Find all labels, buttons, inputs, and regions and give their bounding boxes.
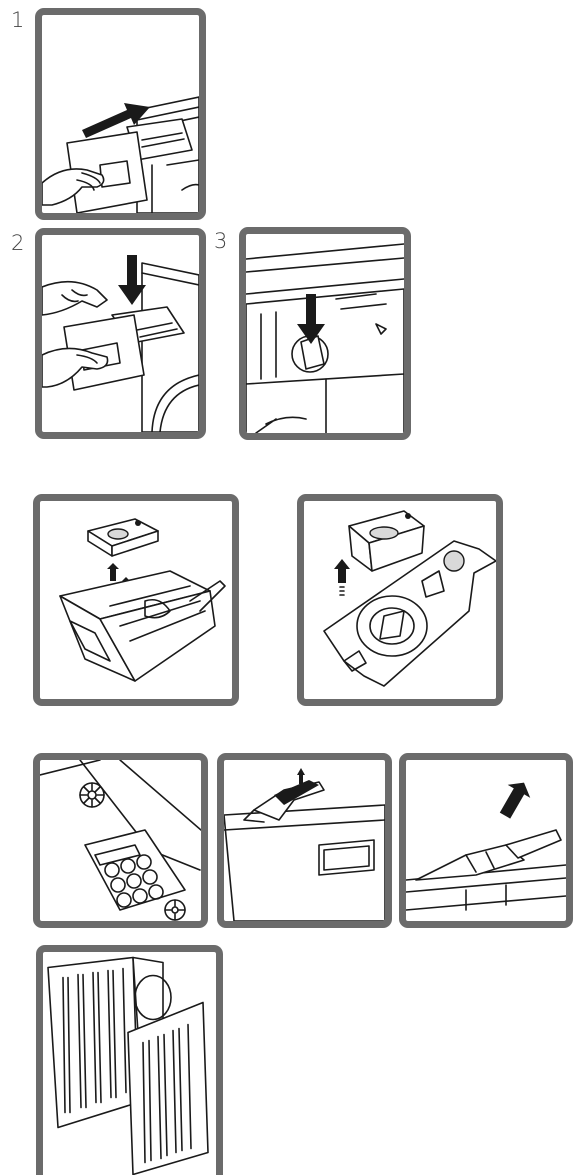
illustration-lever-detail (239, 227, 411, 440)
lever-detail-illustration (246, 234, 404, 433)
illustration-lift-lid (399, 753, 573, 928)
siphon-detail-illustration (40, 760, 201, 921)
cabinet-panels-illustration (43, 952, 216, 1175)
illustration-cabinet-panels (36, 945, 223, 1175)
step-number-3: 3 (214, 231, 227, 252)
illustration-pull-out-drawer (35, 8, 206, 220)
illustration-remove-insert (33, 494, 239, 706)
illustration-insert-tray (297, 494, 503, 706)
illustration-lift-lever (217, 753, 392, 928)
illustration-press-lever (35, 228, 206, 439)
illustration-siphon-detail (33, 753, 208, 928)
step-number-1: 1 (11, 10, 24, 31)
vent-rosette-2 (165, 900, 185, 920)
insert-tray-illustration (304, 501, 496, 699)
vent-rosette (80, 783, 104, 807)
drawer-illustration (42, 15, 199, 213)
step-number-2: 2 (11, 233, 24, 254)
lift-lever-illustration (224, 760, 385, 921)
insert-removal-illustration (40, 501, 232, 699)
lift-lid-illustration (406, 760, 566, 921)
lever-press-illustration (42, 235, 199, 432)
